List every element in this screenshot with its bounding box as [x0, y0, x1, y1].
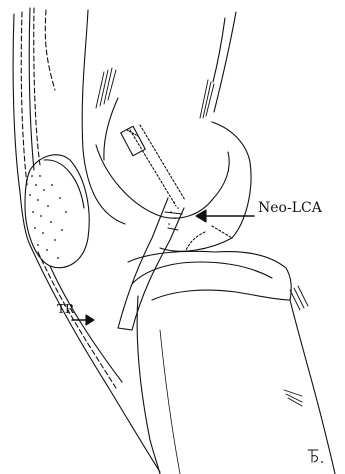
patellar-tendon [20, 192, 160, 472]
femur-hatching [96, 68, 214, 118]
neo-lca-label: Neo-LCA [258, 201, 322, 215]
stippling [29, 175, 179, 259]
illustrator-monogram [308, 450, 323, 463]
tr-label: TR [57, 303, 74, 315]
tibia-hatching [284, 286, 308, 406]
femoral-tunnel [121, 125, 185, 206]
tibia [128, 226, 335, 474]
patella [25, 155, 89, 268]
femur [82, 10, 251, 251]
